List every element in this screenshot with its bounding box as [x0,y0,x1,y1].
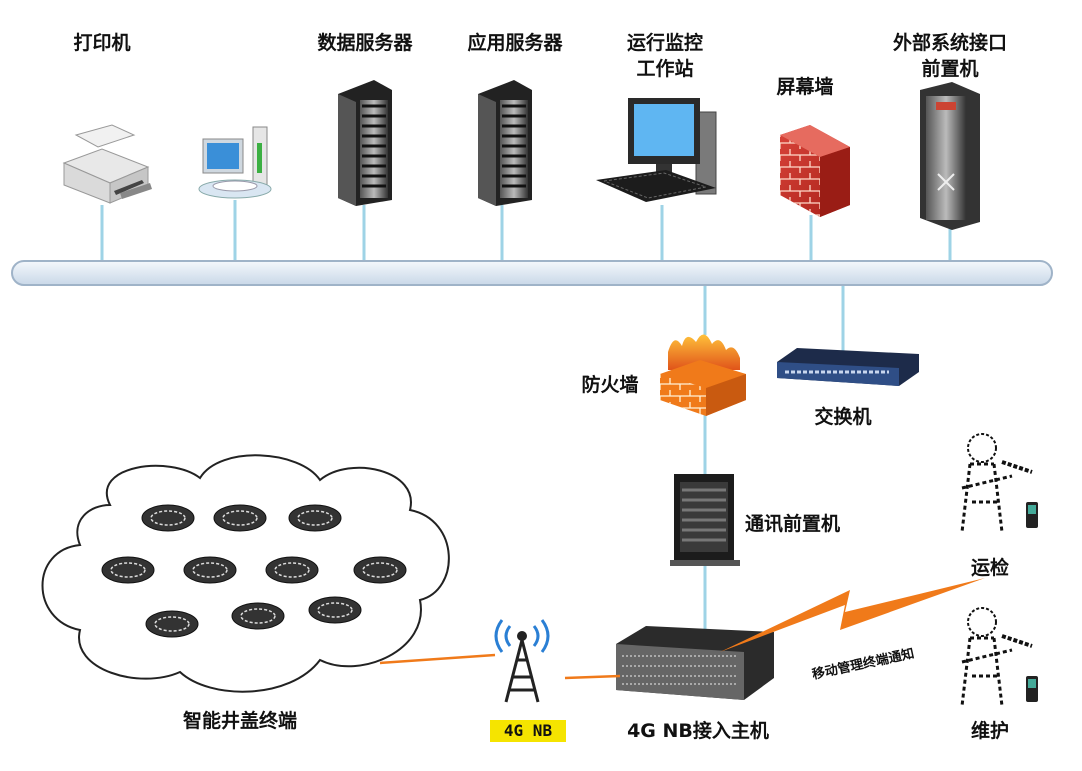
external-iface-label-2: 前置机 [921,58,979,80]
screen-wall-icon [780,125,850,217]
antenna-tower-icon [494,619,550,703]
switch-icon [777,348,919,386]
manhole-cover [213,504,267,532]
nb-tag: 4G NB [490,720,566,742]
terminals-label: 智能井盖终端 [182,710,297,732]
manhole-cover [265,556,319,584]
workstation-icon [596,98,717,202]
firewall-icon [660,334,746,416]
printer-icon [62,124,152,204]
manhole-covers [101,504,407,638]
lightning-link [720,578,985,652]
link-cloud-tower [379,653,496,665]
link-tower-host [564,674,621,680]
screen-wall-label: 屏幕墙 [776,76,834,98]
manhole-cover [231,602,285,630]
network-bus [11,260,1053,286]
manhole-cover [183,556,237,584]
manhole-cover [308,596,362,624]
app-server-label: 应用服务器 [467,32,563,54]
inspect-label: 运检 [970,557,1009,579]
switch-label: 交换机 [814,406,872,428]
comm-frontend-icon [670,474,740,566]
external-iface-label-1: 外部系统接口 [892,32,1007,54]
comm-frontend-label: 通讯前置机 [745,513,841,535]
client-pc-icon [198,126,272,199]
monitor-station-label-2: 工作站 [636,58,694,80]
manhole-cover [145,610,199,638]
app-server-icon [478,80,532,206]
technician-maintain-icon [960,607,1038,707]
manhole-cover [353,556,407,584]
device-links [100,200,952,630]
manhole-cover [141,504,195,532]
access-host-icon [616,626,774,700]
data-server-icon [338,80,392,206]
access-host-label: 4G NB接入主机 [627,720,769,742]
firewall-label: 防火墙 [581,374,639,396]
maintain-label: 维护 [970,720,1009,742]
printer-label: 打印机 [73,32,131,54]
monitor-station-label-1: 运行监控 [626,32,703,54]
manhole-cover [288,504,342,532]
frontend-rack-icon [920,82,980,230]
technician-inspect-icon [960,433,1038,533]
manhole-cover [101,556,155,584]
data-server-label: 数据服务器 [317,32,413,54]
